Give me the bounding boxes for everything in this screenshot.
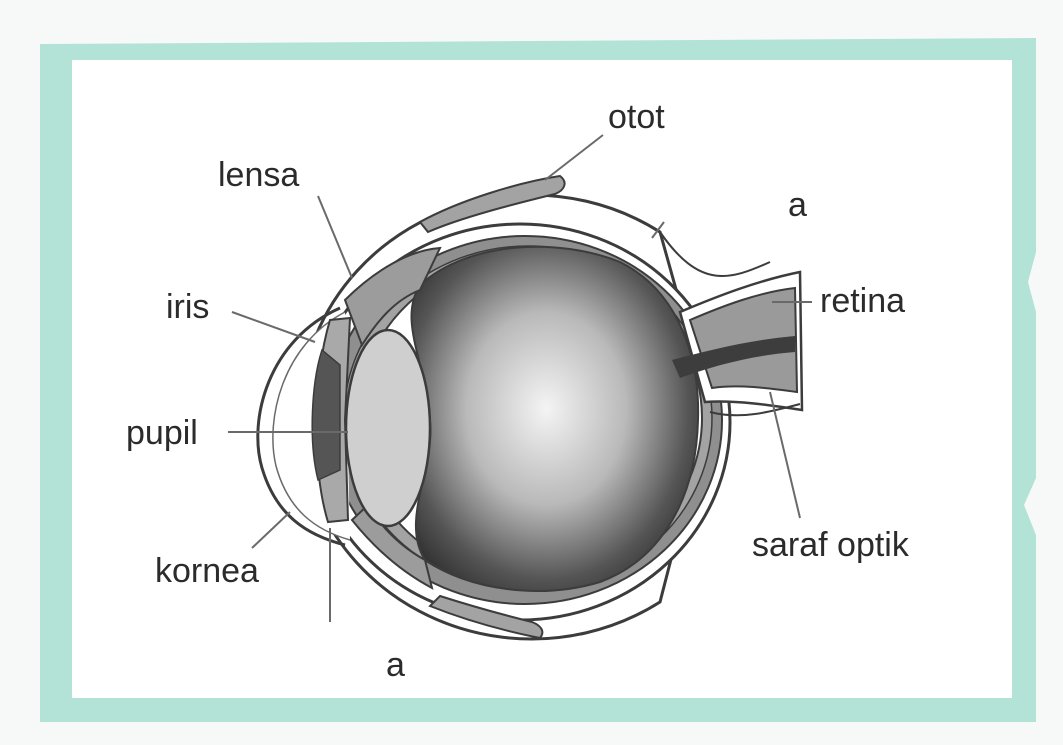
label-kornea: kornea xyxy=(155,552,259,590)
vitreous-body xyxy=(411,247,698,591)
iris-dark xyxy=(312,350,340,480)
label-retina: retina xyxy=(820,282,905,320)
label-otot: otot xyxy=(608,98,665,136)
label-a-bottom: a xyxy=(386,646,405,684)
label-lensa: lensa xyxy=(218,156,299,194)
label-a-top: a xyxy=(788,186,807,224)
label-iris: iris xyxy=(166,288,209,326)
label-pupil: pupil xyxy=(126,414,198,452)
lens xyxy=(346,330,430,526)
label-saraf-optik: saraf optik xyxy=(752,526,910,564)
